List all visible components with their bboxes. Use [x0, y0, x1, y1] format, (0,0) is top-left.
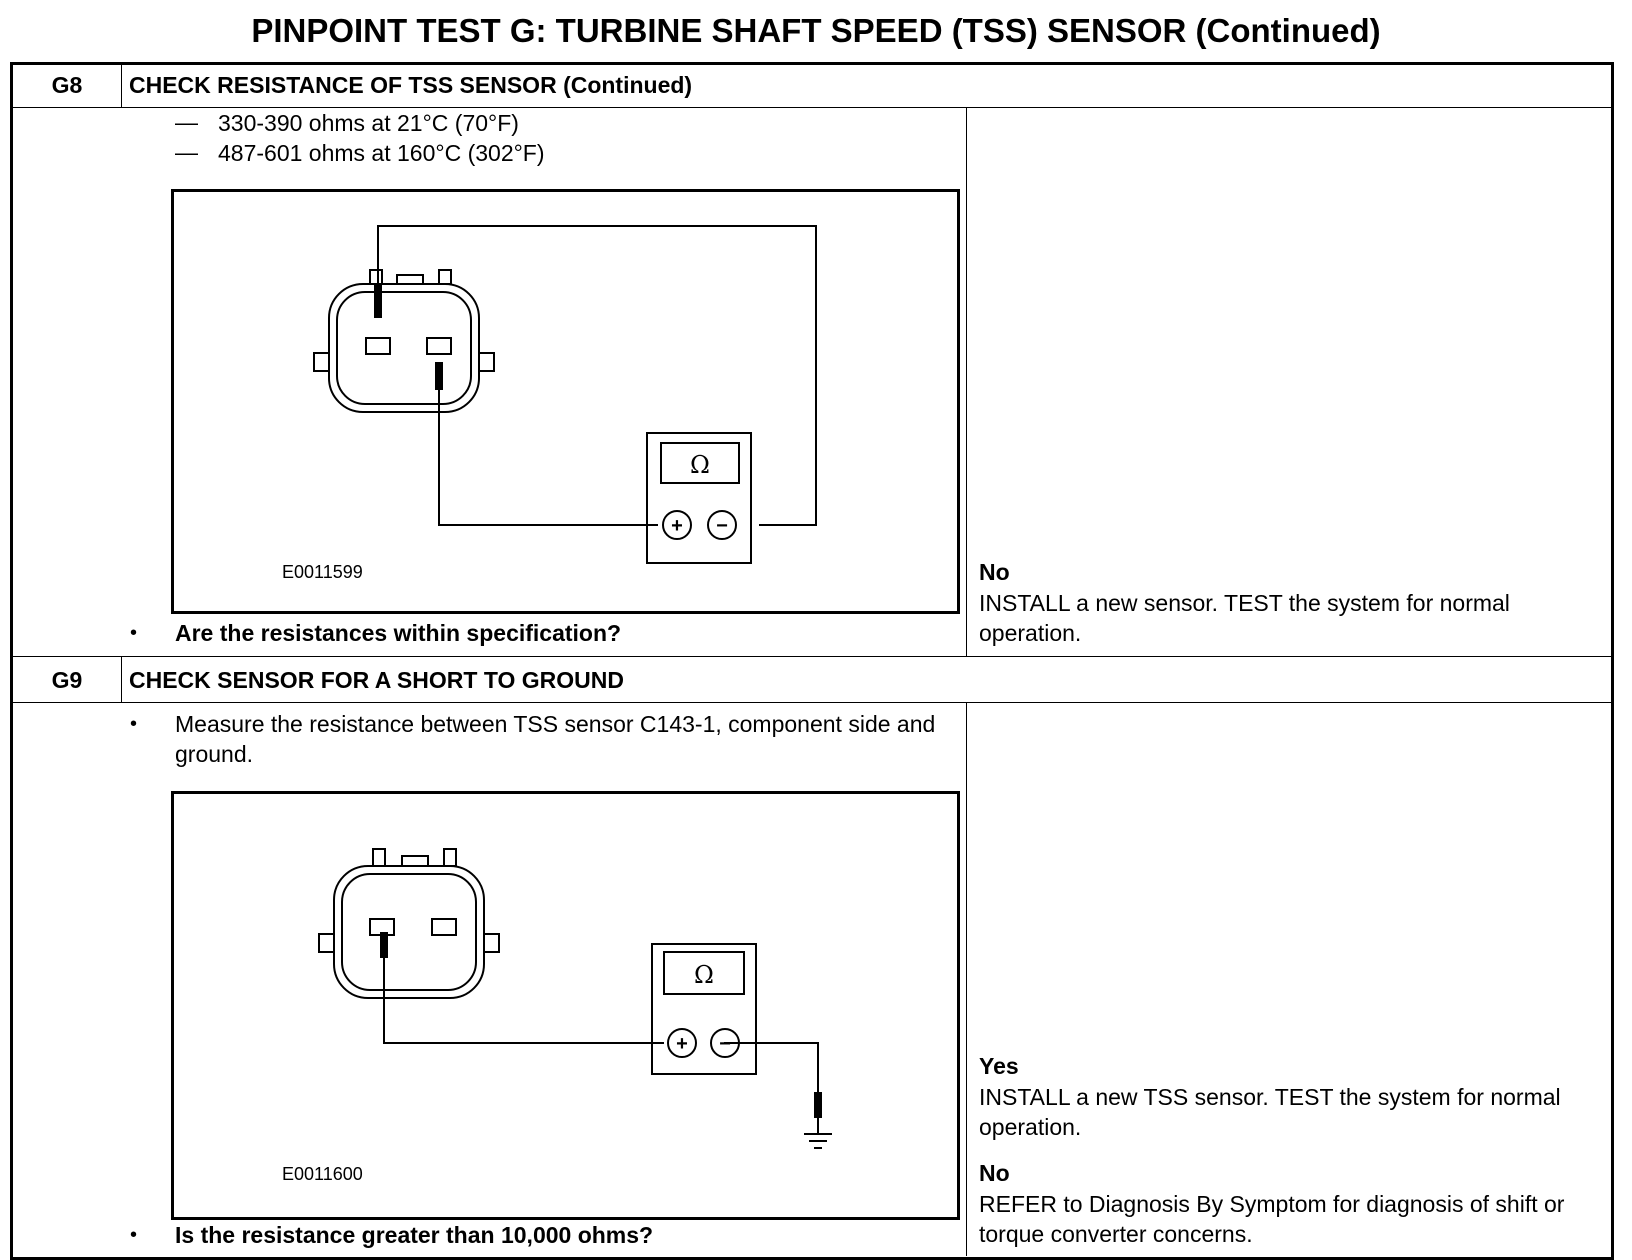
bullet-mark: • — [130, 713, 138, 735]
spec-line-2: 487-601 ohms at 160°C (302°F) — [218, 140, 545, 166]
diagram-g8: Ω + − E0011599 — [171, 189, 960, 614]
page-title: PINPOINT TEST G: TURBINE SHAFT SPEED (TS… — [251, 12, 1381, 49]
question-g8: Are the resistances within specification… — [175, 620, 622, 646]
minus-sign: − — [716, 515, 728, 537]
spec-line-1: 330-390 ohms at 21°C (70°F) — [218, 110, 519, 136]
divider — [966, 702, 967, 1256]
answer-text-no: INSTALL a new sensor. TEST the system fo… — [979, 590, 1510, 646]
lead-wire-plus — [438, 387, 658, 526]
plus-terminal — [667, 1028, 697, 1058]
divider — [121, 656, 122, 702]
plus-terminal — [662, 510, 692, 540]
pin-cavity-1 — [365, 337, 391, 355]
ohm-symbol: Ω — [690, 451, 710, 479]
ohmmeter — [651, 943, 757, 1075]
lead-wire-minus — [377, 225, 817, 526]
pin-cavity-2 — [426, 337, 452, 355]
answer-label-no: No — [979, 1160, 1010, 1186]
divider — [10, 107, 1614, 108]
short-to-ground-diagram: Ω + − — [318, 848, 832, 1149]
answer-label-yes: Yes — [979, 1053, 1019, 1079]
figure-id: E0011600 — [282, 1164, 363, 1184]
answer-label-no: No — [979, 559, 1010, 585]
minus-terminal — [710, 1028, 740, 1058]
diagram-g9: Ω + − E0011600 — [171, 791, 960, 1220]
connector-outline-inner — [341, 873, 477, 991]
step-id-g8: G8 — [51, 72, 83, 98]
connector-body — [333, 865, 485, 999]
ohm-symbol: Ω — [694, 961, 714, 989]
figure-id: E0011599 — [282, 562, 363, 582]
divider — [10, 656, 1614, 657]
minus-sign: − — [719, 1033, 731, 1055]
meter-display — [663, 951, 745, 995]
connector-body — [328, 283, 480, 413]
plus-sign: + — [676, 1033, 688, 1055]
dash-mark: — — [175, 139, 198, 165]
step-title-g9: CHECK SENSOR FOR A SHORT TO GROUND — [129, 667, 624, 693]
pin-cavity-2 — [431, 918, 457, 936]
step-title-g8: CHECK RESISTANCE OF TSS SENSOR (Continue… — [129, 72, 693, 98]
answer-text-yes: INSTALL a new TSS sensor. TEST the syste… — [979, 1084, 1561, 1140]
plus-sign: + — [671, 515, 683, 537]
minus-terminal — [707, 510, 737, 540]
divider — [966, 107, 967, 656]
bullet-mark: • — [130, 1224, 138, 1246]
question-g9: Is the resistance greater than 10,000 oh… — [175, 1222, 654, 1248]
lead-wire-plus — [383, 954, 664, 1044]
ohmmeter — [646, 432, 752, 564]
divider — [10, 702, 1614, 703]
answer-text-no: REFER to Diagnosis By Symptom for diagno… — [979, 1191, 1565, 1247]
divider — [121, 62, 122, 108]
lead-wire-minus — [724, 1042, 819, 1094]
step-id-g9: G9 — [51, 667, 83, 693]
resistance-test-diagram: Ω + − — [313, 225, 817, 564]
meter-display — [660, 442, 740, 484]
bullet-mark: • — [130, 622, 138, 644]
instruction-g9: Measure the resistance between TSS senso… — [175, 711, 936, 767]
connector-outline-inner — [336, 291, 472, 405]
dash-mark: — — [175, 109, 198, 135]
